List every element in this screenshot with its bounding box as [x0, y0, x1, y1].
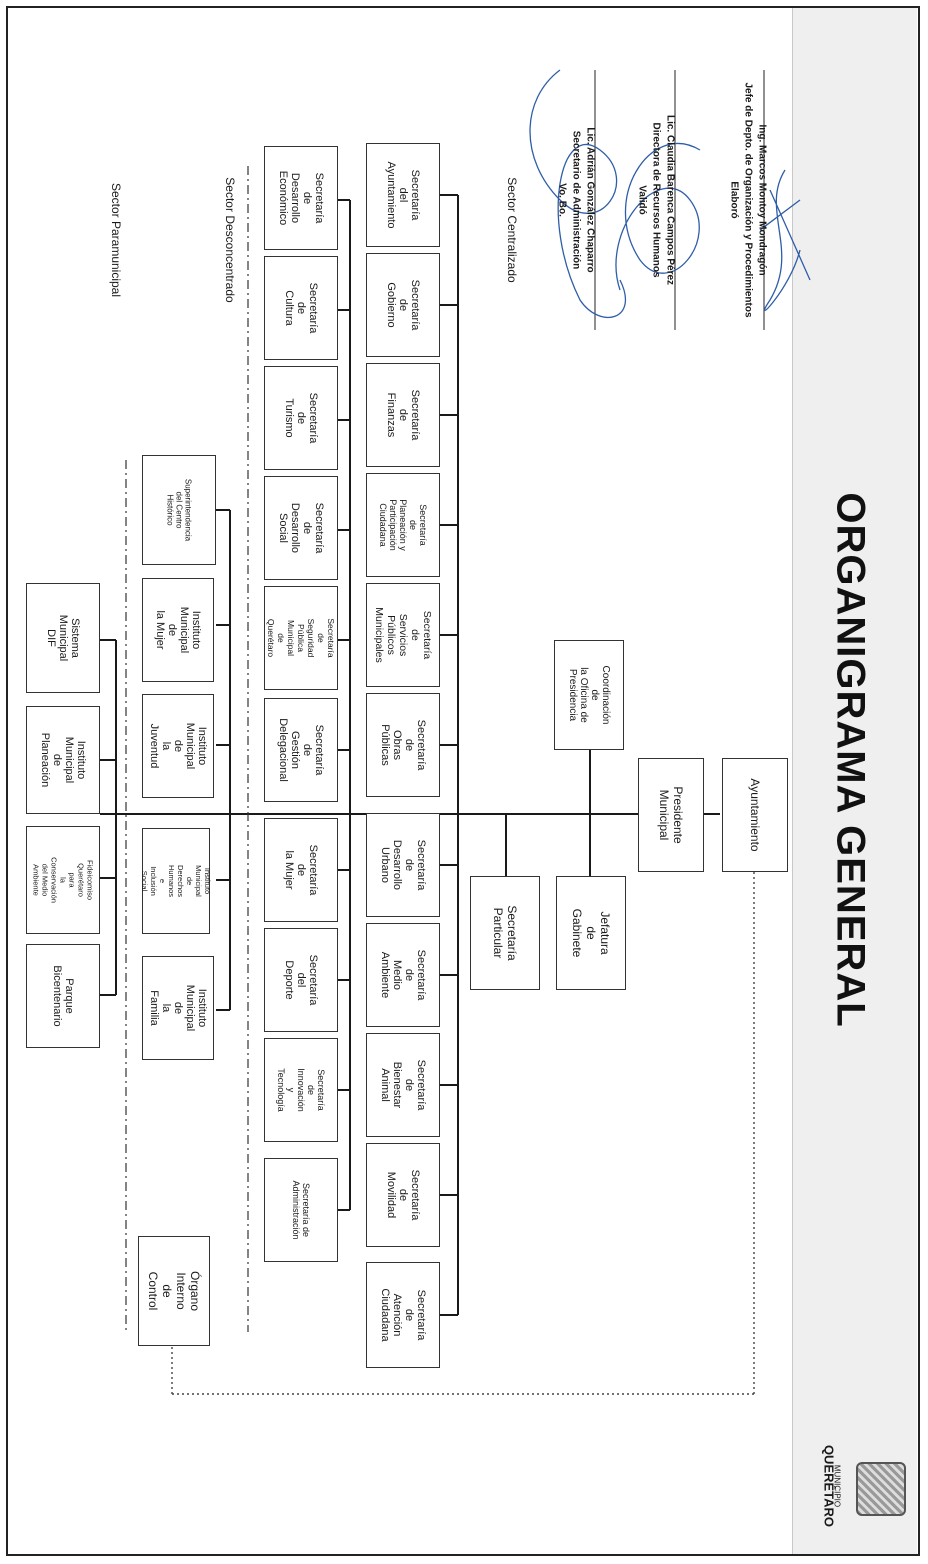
- node-label: Instituto Municipal de la Familia: [148, 984, 208, 1032]
- node-ayuntamiento[interactable]: Ayuntamiento: [722, 758, 788, 872]
- coat-of-arms-icon: [856, 1462, 906, 1516]
- node-label: Secretaría de Obras Públicas: [379, 719, 427, 771]
- node-presidente-municipal[interactable]: Presidente Municipal: [638, 758, 704, 872]
- node-label: Instituto Municipal de Planeación: [39, 732, 87, 788]
- node-label: Secretaría de Gestión Delegacional: [277, 718, 325, 782]
- node-label: Secretaría de Planeación y Participación…: [378, 499, 428, 551]
- node-row1[interactable]: Secretaría de Bienestar Animal: [366, 1033, 440, 1137]
- node-row3[interactable]: Instituto Municipal de Derechos Humanos …: [140, 828, 212, 934]
- node-label: Coordinación de la Oficina de Presidenci…: [567, 665, 611, 725]
- signature-action: Validó: [636, 185, 648, 215]
- side-band: [792, 8, 917, 1554]
- sector-label-paramunicipal: Sector Paramunicipal: [109, 182, 123, 298]
- node-row1[interactable]: Secretaría de Finanzas: [366, 363, 440, 467]
- node-label: Secretaría del Deporte: [283, 954, 319, 1006]
- node-label: Jefatura de Gabinete: [570, 908, 612, 958]
- page-border: [6, 6, 920, 1556]
- node-row2[interactable]: Secretaría de Administración: [264, 1158, 338, 1262]
- node-label: Secretaría de Desarrollo Social: [277, 502, 325, 554]
- node-row1[interactable]: Secretaría de Movilidad: [366, 1143, 440, 1247]
- node-row1[interactable]: Secretaría de Medio Ambiente: [366, 923, 440, 1027]
- node-label: Ayuntamiento: [748, 778, 762, 852]
- signature-role: Secretario de Administración: [570, 130, 582, 270]
- node-row2[interactable]: Secretaría de Innovación y Tecnología: [264, 1038, 338, 1142]
- node-row1[interactable]: Secretaría de Desarrollo Urbano: [366, 813, 440, 917]
- node-label: Instituto Municipal de la Juventud: [148, 722, 208, 770]
- node-row4[interactable]: Fideicomiso Querétaro para la Conservaci…: [26, 826, 100, 934]
- node-label: Secretaría de Atención Ciudadana: [379, 1288, 427, 1342]
- node-label: Secretaría de Finanzas: [385, 389, 421, 441]
- node-row2[interactable]: Secretaría de la Mujer: [264, 818, 338, 922]
- signature-name: Lic. Adrián González Chaparro: [584, 127, 596, 273]
- signature-scribbles: [529, 69, 811, 319]
- node-row1[interactable]: Secretaría de Servicios Públicos Municip…: [366, 583, 440, 687]
- node-label: Secretaría de Administración: [291, 1180, 311, 1240]
- node-label: Superintendencia del Centro Histórico: [165, 478, 193, 542]
- node-row4[interactable]: Instituto Municipal de Planeación: [26, 706, 100, 814]
- signature-name: Lic. Claudia Barenca Campos Pérez: [664, 114, 676, 286]
- node-row2[interactable]: Secretaría de Desarrollo Económico: [264, 146, 338, 250]
- node-row2[interactable]: Secretaría de Desarrollo Social: [264, 476, 338, 580]
- node-label: Secretaría de Medio Ambiente: [379, 949, 427, 1001]
- logo-subtext: MUNICIPIO: [832, 1464, 842, 1508]
- node-row1[interactable]: Secretaría de Gobierno: [366, 253, 440, 357]
- node-label: Secretaría de Cultura: [283, 282, 319, 334]
- node-row2[interactable]: Secretaría del Deporte: [264, 928, 338, 1032]
- node-coordinacion-presidencia[interactable]: Coordinación de la Oficina de Presidenci…: [554, 640, 624, 750]
- node-row2[interactable]: Secretaría de Gestión Delegacional: [264, 698, 338, 802]
- node-label: Secretaría de Innovación y Tecnología: [276, 1068, 326, 1112]
- node-label: Secretaría de Servicios Públicos Municip…: [373, 607, 433, 663]
- node-label: Secretaría Particular: [491, 905, 519, 961]
- node-row3[interactable]: Instituto Municipal de la Juventud: [142, 694, 214, 798]
- node-row3[interactable]: Superintendencia del Centro Histórico: [142, 455, 216, 565]
- node-label: Secretaría de Movilidad: [385, 1169, 421, 1221]
- node-row2[interactable]: Secretaría de Seguridad Pública Municipa…: [264, 586, 338, 690]
- node-label: Secretaría de Bienestar Animal: [379, 1059, 427, 1111]
- signature-role: Jefe de Depto. de Organización y Procedi…: [742, 82, 754, 318]
- node-row2[interactable]: Secretaría de Cultura: [264, 256, 338, 360]
- signature-action: Elaboró: [728, 181, 740, 219]
- signature-action: Vo. Bo.: [556, 183, 568, 217]
- node-label: Órgano Interno de Control: [146, 1270, 202, 1312]
- signature-name: Ing. Marcos Montoy Mondragón: [756, 124, 768, 276]
- page-title: ORGANIGRAMA GENERAL: [828, 492, 873, 1028]
- node-label: Presidente Municipal: [657, 786, 685, 844]
- node-row1[interactable]: Secretaría de Obras Públicas: [366, 693, 440, 797]
- node-label: Secretaría de Seguridad Pública Municipa…: [266, 618, 336, 658]
- node-label: Fideicomiso Querétaro para la Conservaci…: [31, 857, 95, 903]
- node-row2[interactable]: Secretaría de Turismo: [264, 366, 338, 470]
- node-label: Secretaría de Turismo: [283, 392, 319, 444]
- node-row3[interactable]: Instituto Municipal de la Familia: [142, 956, 214, 1060]
- sector-label-centralizado: Sector Centralizado: [505, 177, 519, 283]
- node-label: Secretaría de la Mujer: [283, 844, 319, 896]
- page-title-wrap: ORGANIGRAMA GENERAL: [822, 480, 878, 1040]
- node-row1[interactable]: Secretaría de Planeación y Participación…: [366, 473, 440, 577]
- sector-label-desconcentrado: Sector Desconcentrado: [223, 177, 237, 303]
- node-secretaria-particular[interactable]: Secretaría Particular: [470, 876, 540, 990]
- node-label: Instituto Municipal de la Mujer: [154, 606, 202, 654]
- node-jefatura-gabinete[interactable]: Jefatura de Gabinete: [556, 876, 626, 990]
- node-row4[interactable]: Sistema Municipal DIF: [26, 583, 100, 693]
- node-label: Secretaría del Ayuntamiento: [385, 161, 421, 229]
- node-label: Sistema Municipal DIF: [45, 614, 81, 662]
- node-row4[interactable]: Parque Bicentenario: [26, 944, 100, 1048]
- signature-role: Directora de Recursos Humanos: [650, 122, 662, 278]
- node-row1[interactable]: Secretaría de Atención Ciudadana: [366, 1262, 440, 1368]
- logo: QUERÉTARO MUNICIPIO: [808, 1440, 908, 1532]
- node-label: Secretaría de Gobierno: [385, 279, 421, 331]
- node-label: Instituto Municipal de Derechos Humanos …: [140, 864, 212, 898]
- node-label: Secretaría de Desarrollo Urbano: [379, 839, 427, 891]
- node-label: Parque Bicentenario: [51, 965, 75, 1027]
- node-row3[interactable]: Instituto Municipal de la Mujer: [142, 578, 214, 682]
- node-row1[interactable]: Secretaría del Ayuntamiento: [366, 143, 440, 247]
- node-label: Secretaría de Desarrollo Económico: [277, 170, 325, 226]
- node-organo-interno-control[interactable]: Órgano Interno de Control: [138, 1236, 210, 1346]
